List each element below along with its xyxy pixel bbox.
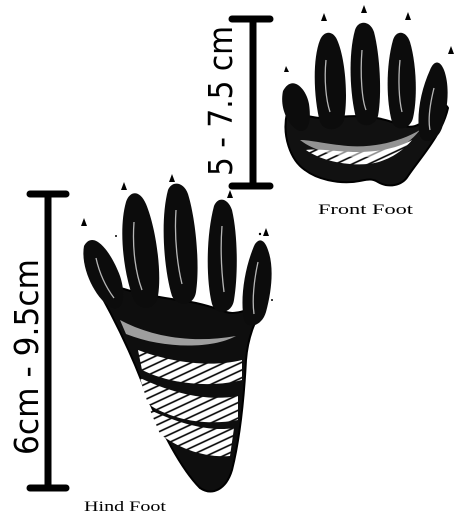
front-foot: 5 - 7.5 cm Front Foot: [201, 5, 454, 218]
hind-foot-size-label: 6cm - 9.5cm: [7, 259, 46, 455]
hind-foot-caption: Hind Foot: [84, 499, 167, 515]
front-foot-caption: Front Foot: [318, 202, 414, 218]
hind-foot: 6cm - 9.5cm: [7, 174, 273, 515]
hind-foot-print: [81, 174, 273, 491]
front-foot-size-label: 5 - 7.5 cm: [201, 26, 240, 176]
front-foot-print: [282, 5, 454, 185]
